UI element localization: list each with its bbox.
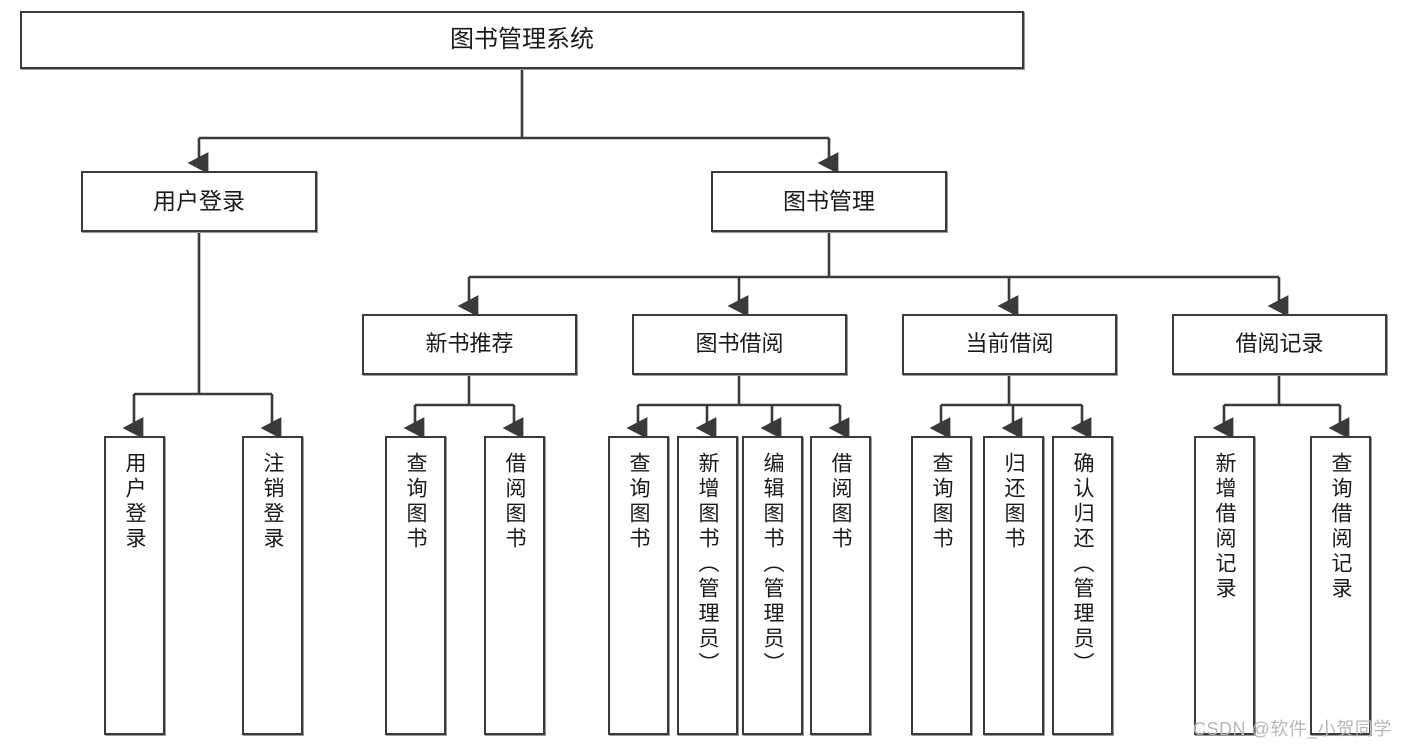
leaf-edit-book[interactable]: 编辑图书（管理员） (742, 436, 803, 735)
leaf-logout[interactable]: 注销登录 (242, 436, 303, 735)
leaf-query-borrow-record[interactable]: 查询借阅记录 (1310, 436, 1371, 735)
node-new-book-recommend[interactable]: 新书推荐 (362, 314, 577, 375)
leaf-query-book-current[interactable]: 查询图书 (911, 436, 972, 735)
edge-group-borrow-record (1212, 375, 1350, 439)
edge-group-root (187, 69, 839, 174)
node-label: 归还图书 (1002, 452, 1025, 552)
node-user-login[interactable]: 用户登录 (81, 171, 317, 232)
node-label: 用户登录 (123, 452, 146, 552)
node-label: 借阅记录 (1235, 331, 1324, 357)
node-label: 图书借阅 (695, 331, 784, 357)
leaf-borrow-book[interactable]: 借阅图书 (810, 436, 871, 735)
leaf-add-book[interactable]: 新增图书（管理员） (677, 436, 738, 735)
node-label: 新增借阅记录 (1213, 452, 1236, 602)
node-label: 图书管理系统 (450, 26, 594, 54)
csdn-watermark: CSDN @软件_小贺同学 (1193, 719, 1392, 739)
edge-group-book-management (457, 232, 1289, 317)
leaf-query-book-recommend[interactable]: 查询图书 (385, 436, 446, 735)
node-label: 借阅图书 (829, 452, 852, 552)
node-root-system[interactable]: 图书管理系统 (20, 11, 1024, 69)
leaf-add-borrow-record[interactable]: 新增借阅记录 (1194, 436, 1255, 735)
edge-group-current-borrow (929, 375, 1092, 439)
edge-group-book-borrow (626, 375, 850, 439)
leaf-user-login[interactable]: 用户登录 (104, 436, 165, 735)
node-current-borrow[interactable]: 当前借阅 (902, 314, 1117, 375)
edge-group-user-login (122, 232, 282, 439)
node-borrow-record[interactable]: 借阅记录 (1172, 314, 1387, 375)
leaf-return-book[interactable]: 归还图书 (983, 436, 1044, 735)
edge-group-new-book-recommend (403, 375, 524, 439)
node-label: 查询图书 (404, 452, 427, 552)
node-label: 编辑图书（管理员） (761, 452, 784, 677)
leaf-confirm-return[interactable]: 确认归还（管理员） (1052, 436, 1113, 735)
node-label: 新书推荐 (425, 331, 514, 357)
node-label: 查询图书 (627, 452, 650, 552)
node-label: 图书管理 (783, 188, 875, 215)
leaf-query-book-borrow[interactable]: 查询图书 (608, 436, 669, 735)
node-book-borrow[interactable]: 图书借阅 (632, 314, 847, 375)
node-label: 查询图书 (930, 452, 953, 552)
node-label: 当前借阅 (965, 331, 1054, 357)
node-label: 注销登录 (261, 452, 284, 552)
node-book-management[interactable]: 图书管理 (711, 171, 947, 232)
node-label: 查询借阅记录 (1329, 452, 1352, 602)
node-label: 确认归还（管理员） (1071, 452, 1094, 677)
node-label: 借阅图书 (503, 452, 526, 552)
leaf-borrow-book-recommend[interactable]: 借阅图书 (484, 436, 545, 735)
node-label: 新增图书（管理员） (696, 452, 719, 677)
node-label: 用户登录 (153, 188, 245, 215)
